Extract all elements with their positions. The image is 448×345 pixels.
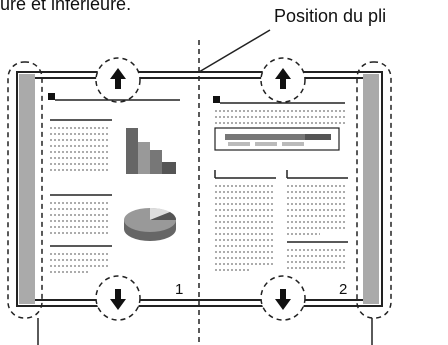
left-edge-bar — [19, 74, 35, 304]
arrow-up-icon — [95, 57, 141, 103]
pie-chart-illustration — [124, 207, 177, 241]
left-page-content — [48, 93, 180, 273]
left-page-number: 1 — [175, 281, 184, 298]
fold-leader-line — [198, 29, 271, 73]
right-edge-bar — [363, 74, 379, 304]
fold-position-label: Position du pli — [274, 6, 387, 26]
arrow-up-icon — [260, 57, 306, 103]
bar-chart-illustration — [126, 128, 176, 174]
right-edge-highlight — [356, 61, 392, 319]
arrow-down-icon — [260, 275, 306, 321]
caption-top-cut: ure et inférieure. — [0, 0, 132, 14]
left-edge-highlight — [7, 61, 43, 319]
right-page-content — [213, 96, 348, 271]
right-page-number: 2 — [339, 281, 348, 298]
arrow-down-icon — [95, 275, 141, 321]
